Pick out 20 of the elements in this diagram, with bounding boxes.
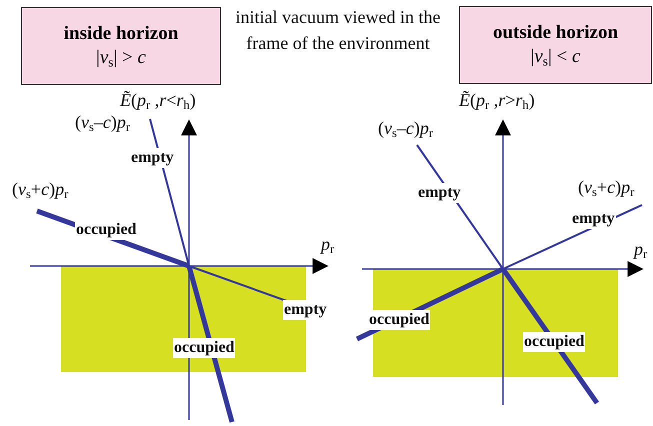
region-label: empty: [130, 148, 175, 168]
region-label: occupied: [75, 220, 138, 240]
condition-formula: |v$_{s}$| < c: [530, 45, 580, 69]
math-label: (v$_{s}$–c)p$_{r}$: [75, 112, 130, 132]
math-label: p$_{r}$: [634, 239, 648, 259]
math-label: (v$_{s}$+c)p$_{r}$: [12, 179, 68, 199]
math-label: (v$_{s}$+c)p$_{r}$: [578, 177, 634, 197]
box-heading: inside horizon: [64, 22, 178, 46]
region-label: empty: [283, 300, 328, 320]
math-label: p$_{r}$: [321, 234, 334, 254]
region-label: occupied: [173, 338, 236, 358]
region-label: occupied: [523, 332, 586, 352]
region-label: occupied: [368, 310, 430, 330]
box-heading: outside horizon: [492, 21, 618, 45]
caption-text: initial vacuum viewed in the frame of the environment: [234, 6, 442, 55]
label-box: [459, 6, 652, 84]
condition-formula: |v$_{s}$| > c: [96, 46, 146, 70]
region-label: empty: [417, 183, 462, 203]
math-label: (v$_{s}$–c)p$_{r}$: [378, 118, 434, 138]
label-box: [21, 7, 221, 85]
